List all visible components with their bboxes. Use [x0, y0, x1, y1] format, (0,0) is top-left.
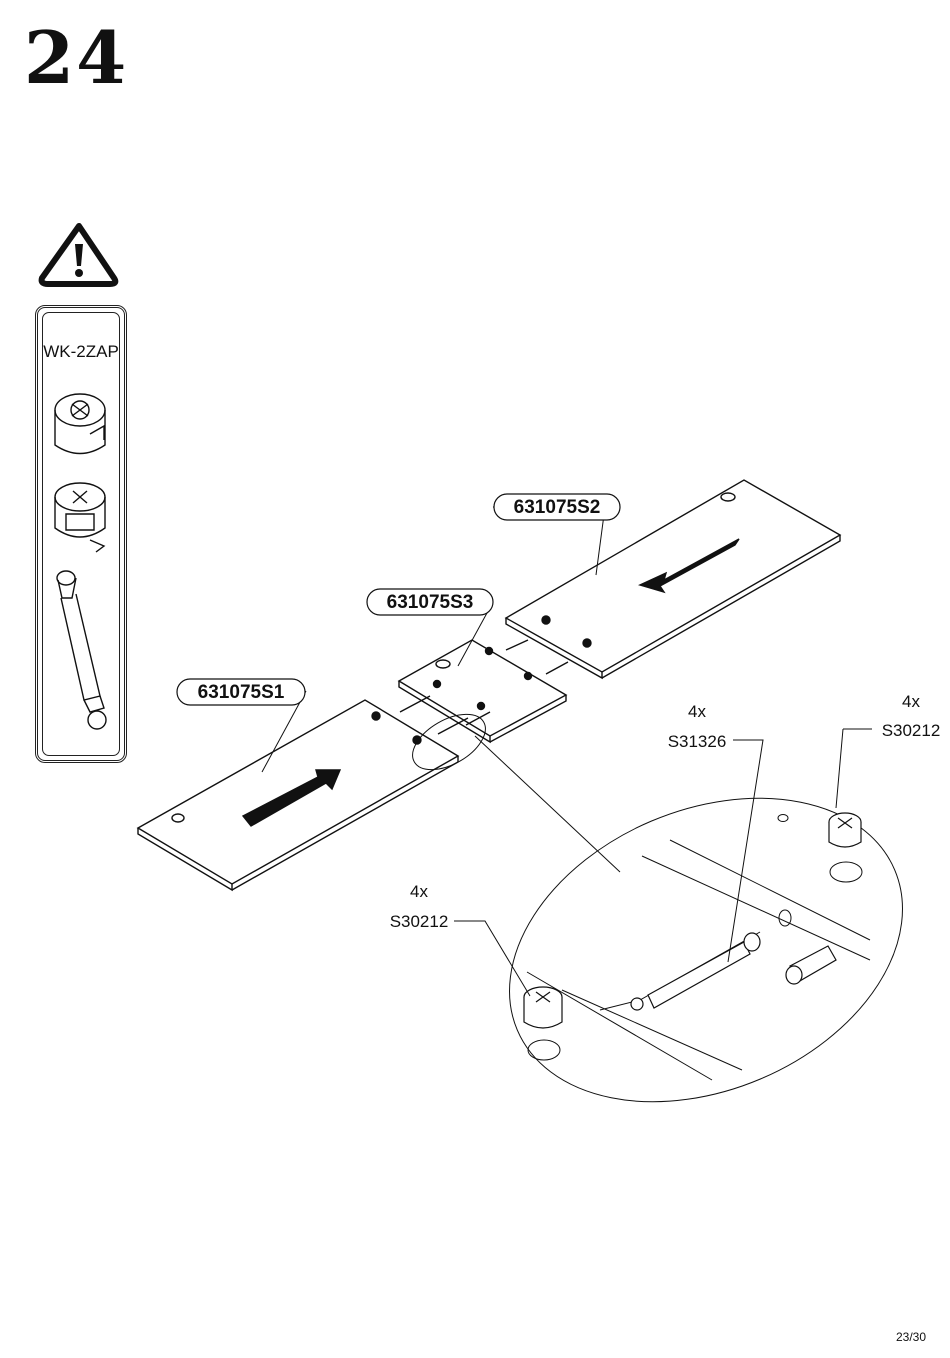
detail-callout: [412, 713, 903, 1103]
panel-s3: [397, 639, 569, 744]
dowel-tool-icon: [56, 570, 107, 730]
svg-text:631075S2: 631075S2: [514, 497, 601, 518]
step-number: 24: [24, 15, 129, 100]
panel-s2: [504, 479, 842, 680]
detail-cam-right: [828, 812, 862, 848]
tool-panel-border: [42, 312, 120, 756]
cam-left-code: S30212: [390, 912, 449, 931]
cam-right-qty: 4x: [902, 692, 920, 711]
panel-s1: [136, 699, 460, 892]
detail-cam-left: [523, 986, 563, 1029]
dowel-qty: 4x: [688, 702, 706, 721]
svg-text:631075S3: 631075S3: [387, 592, 474, 613]
warning-triangle-icon: [38, 223, 119, 287]
svg-text:631075S1: 631075S1: [198, 682, 285, 703]
cam-left-qty: 4x: [410, 882, 428, 901]
page-number: 23/30: [895, 1330, 926, 1344]
tool-panel: WK-2ZAP: [35, 305, 127, 763]
part-label-s3: 631075S3: [366, 588, 494, 616]
cam-lock-tool-icon: [54, 393, 106, 553]
detail-dowel: [630, 932, 837, 1011]
part-label-s1: 631075S1: [176, 678, 306, 706]
cam-right-code: S30212: [882, 721, 941, 740]
tool-code: WK-2ZAP: [43, 342, 119, 361]
dowel-code: S31326: [668, 732, 727, 751]
part-label-s2: 631075S2: [493, 493, 621, 521]
